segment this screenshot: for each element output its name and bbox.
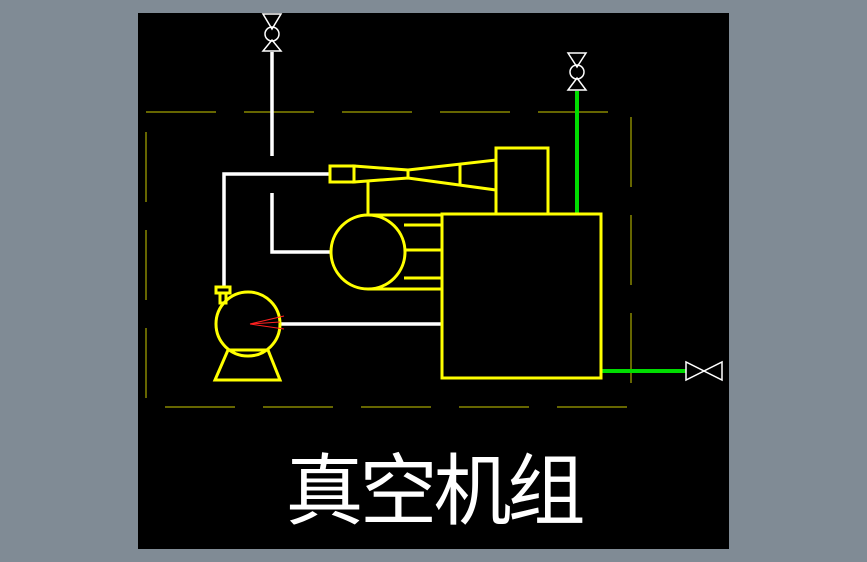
green-pipes <box>575 91 686 373</box>
right-vent-valve-icon[interactable] <box>566 52 588 91</box>
inner-pipe <box>270 193 330 254</box>
skid-boundary <box>145 111 632 408</box>
equipment <box>212 146 603 382</box>
tank-top-chamber <box>494 146 550 216</box>
vacuum-pump-icon <box>212 285 283 382</box>
drawing-title: 真空机组 <box>285 447 585 537</box>
pump-impeller-mark <box>249 315 285 330</box>
left-loop-pipe <box>222 172 330 288</box>
ejector-nozzle <box>328 164 356 184</box>
ejector <box>328 158 498 192</box>
top-valve-icon[interactable] <box>261 13 283 52</box>
white-pipes <box>222 52 442 326</box>
heat-exchanger <box>329 213 407 291</box>
exchanger-tubes <box>368 213 442 291</box>
separator-tank <box>440 212 603 380</box>
ejector-diffuser <box>352 158 498 192</box>
drain-valve-icon[interactable] <box>685 360 723 382</box>
